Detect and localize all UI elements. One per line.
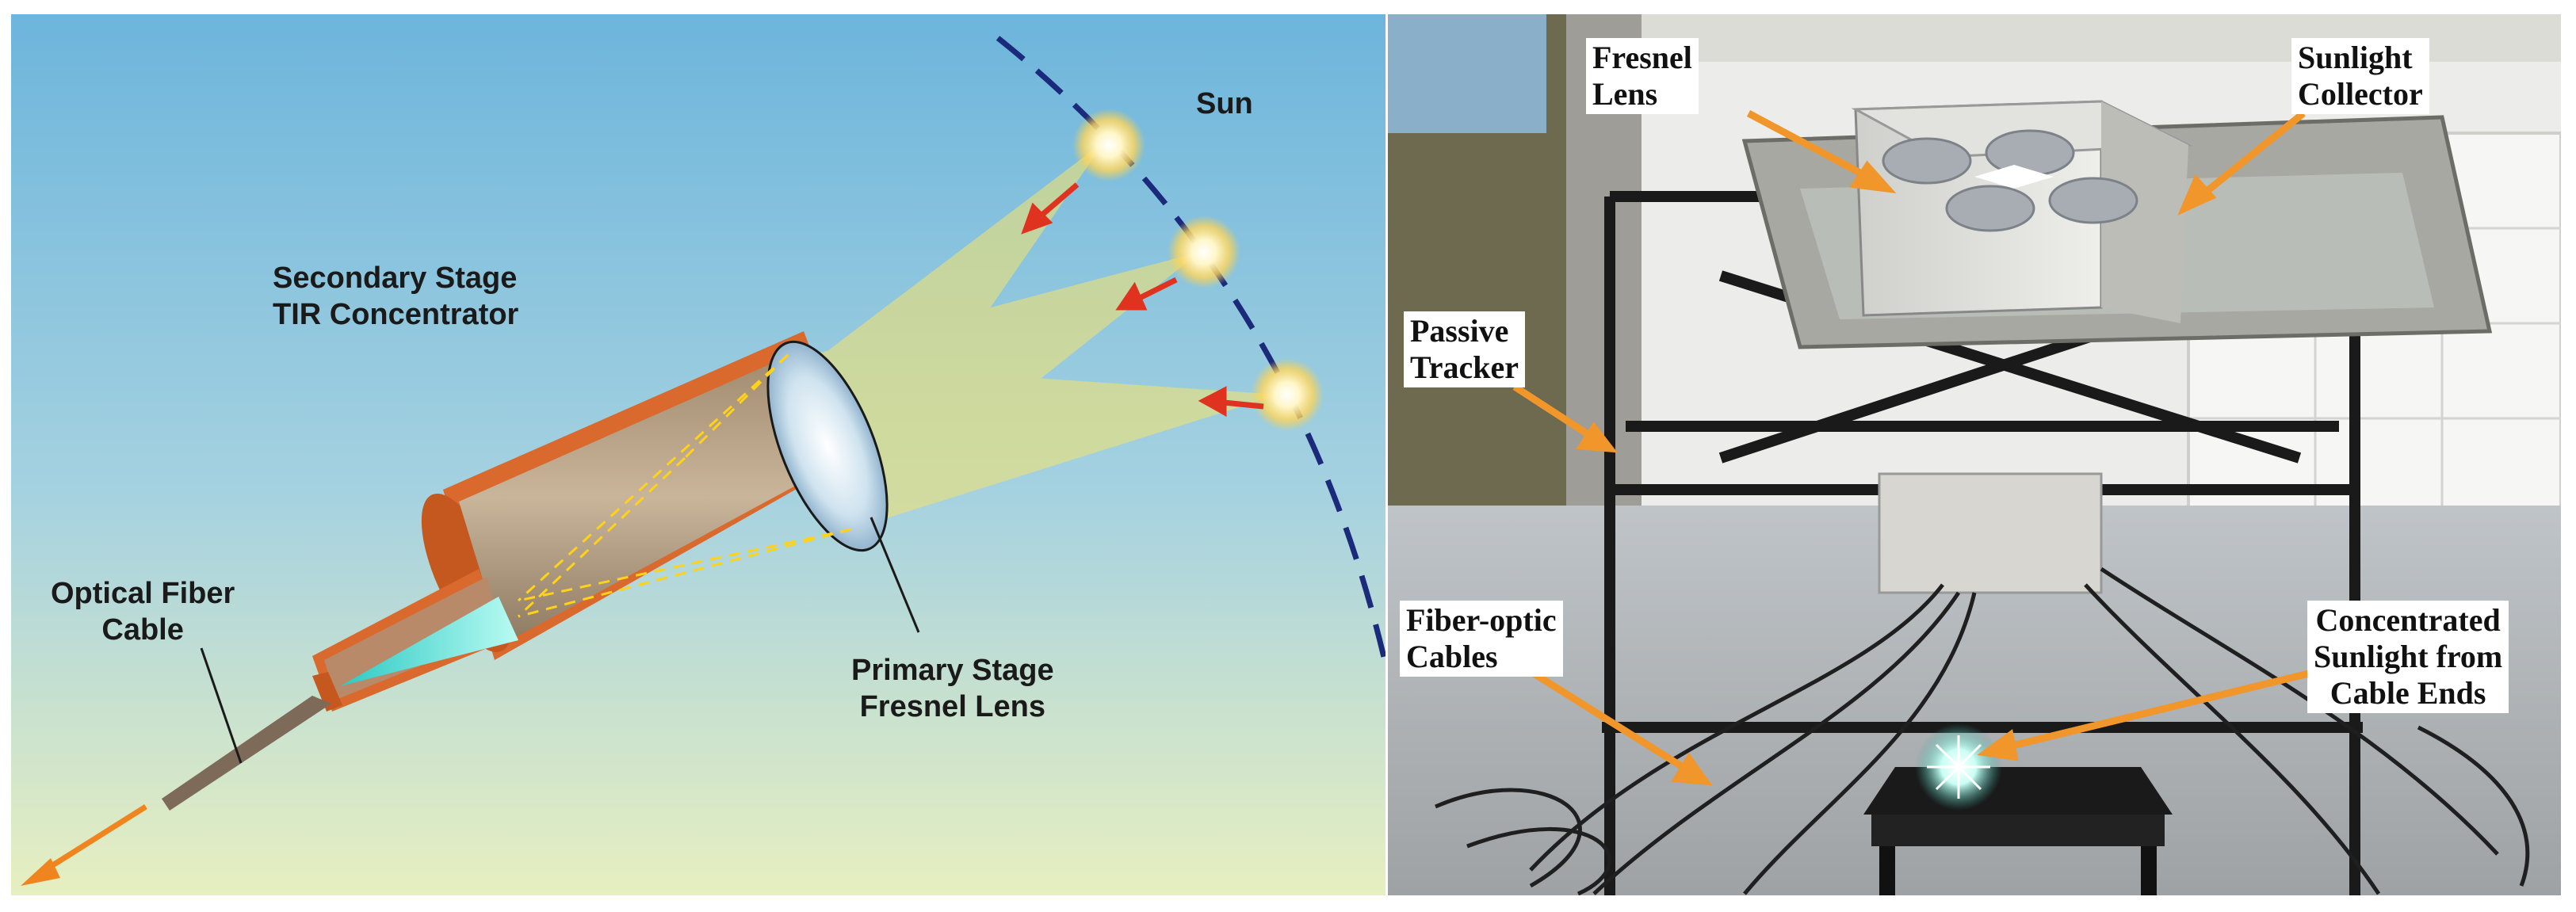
apparatus-photo [1388, 14, 2561, 895]
photo-panel: Fresnel Lens Sunlight Collector Passive … [1388, 14, 2561, 895]
collector-line2: Collector [2298, 76, 2423, 112]
sun-icon [1072, 109, 1145, 181]
cables-line1: Fiber-optic [1406, 602, 1557, 638]
stool-top [1863, 767, 2173, 815]
primary-stage-line1: Primary Stage [851, 654, 1054, 687]
passive-tracker-label: Passive Tracker [1404, 311, 1525, 387]
leader-lens [869, 517, 920, 633]
fiber-optic-cable-bundle [1435, 567, 2530, 895]
cables-line2: Cables [1406, 639, 1498, 674]
fresnel-line1: Fresnel [1592, 40, 1692, 75]
concentrator-device [312, 331, 889, 712]
tir-cone [340, 597, 518, 686]
fresnel-lens-array [1882, 129, 2138, 232]
diagram-illustration [11, 14, 1385, 895]
lens-center-highlight [1974, 165, 2054, 189]
concentrated-line3: Cable Ends [2329, 675, 2486, 711]
output-arrow-line [37, 804, 147, 876]
diagram-panel: Sun Secondary Stage TIR Concentrator Opt… [11, 14, 1385, 895]
secondary-stage-line1: Secondary Stage [273, 261, 518, 295]
concentrated-sunlight-label: Concentrated Sunlight from Cable Ends [2307, 601, 2509, 713]
collector-line1: Sunlight [2298, 40, 2413, 75]
fresnel-line2: Lens [1592, 76, 1658, 112]
sky-patch [1388, 14, 1546, 133]
primary-stage-line2: Fresnel Lens [859, 690, 1045, 723]
secondary-stage-line2: TIR Concentrator [273, 298, 519, 331]
optical-fiber-line1: Optical Fiber [51, 577, 235, 610]
concentrated-line2: Sunlight from [2314, 639, 2503, 674]
annotation-pointers [1512, 110, 2317, 786]
sun-ray-arrows [1021, 182, 1264, 417]
optical-fiber-label: Optical Fiber Cable [51, 575, 235, 648]
internal-rays [517, 353, 852, 618]
sun-label: Sun [1196, 87, 1253, 120]
fiber-optic-cables-label: Fiber-optic Cables [1400, 601, 1563, 677]
secondary-stage-label: Secondary Stage TIR Concentrator [273, 260, 518, 333]
fiber-cable [162, 696, 331, 811]
sun-icon [1251, 358, 1324, 431]
output-arrow-head [21, 858, 60, 886]
fresnel-lens-label: Fresnel Lens [1586, 38, 1699, 114]
collector-side [2101, 101, 2188, 323]
leader-fiber [200, 647, 243, 764]
concentrated-line1: Concentrated [2315, 602, 2501, 638]
sun-orbit-arc [996, 36, 1385, 665]
tracker-line1: Passive [1410, 313, 1509, 349]
lower-housing [1878, 472, 2103, 594]
primary-stage-label: Primary Stage Fresnel Lens [851, 652, 1054, 725]
stool-leg [1879, 846, 1895, 895]
tracker-line2: Tracker [1410, 349, 1519, 385]
light-sparkle-icon [1927, 735, 1990, 799]
fresnel-lens-disc [766, 340, 889, 552]
optical-fiber-line2: Cable [101, 613, 184, 647]
light-beams [812, 141, 1279, 529]
sun-icon [1168, 216, 1240, 288]
stool-leg [2141, 846, 2157, 895]
stool-apron [1871, 815, 2165, 846]
sunlight-collector-label: Sunlight Collector [2291, 38, 2429, 114]
